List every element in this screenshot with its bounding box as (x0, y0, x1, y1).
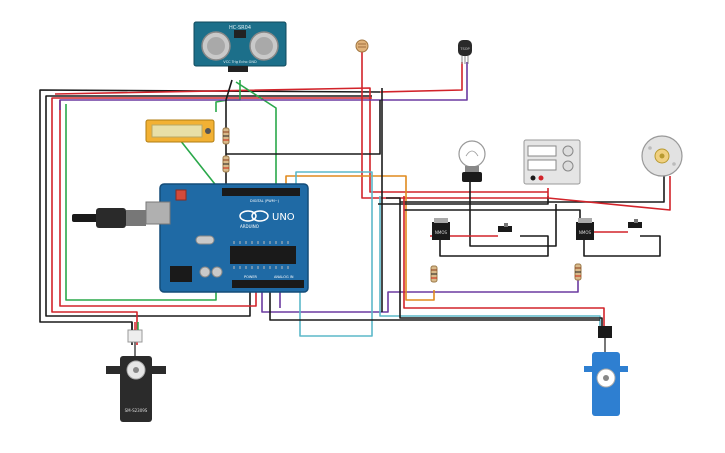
photoresistor-icon[interactable] (355, 39, 369, 53)
wire-black-right-3 (400, 176, 665, 203)
lcd-icon[interactable] (145, 119, 215, 143)
transistor-left-label: NMOS (435, 230, 448, 235)
servo-left-label: SM-S2309S (125, 408, 148, 413)
wire-red-ldr (361, 52, 548, 199)
wire-black-mid2 (404, 209, 581, 226)
ir-receiver-label: TSOP (459, 47, 469, 51)
wire-green-left (65, 104, 217, 301)
wire-black-switch1 (439, 235, 549, 257)
resistor-lower-left[interactable] (430, 265, 438, 283)
wire-cyan-2 (379, 196, 601, 330)
resistor-top[interactable] (222, 127, 230, 145)
wire-cyan (295, 171, 373, 337)
slide-switch-icon[interactable] (498, 223, 512, 232)
servo-right[interactable] (584, 326, 628, 416)
wires (39, 52, 671, 345)
digital-label-text: DIGITAL (PWM~) (250, 199, 280, 203)
wire-purple-ir (59, 62, 468, 110)
wire-green-echo (235, 81, 277, 188)
wire-black-lamp (469, 180, 557, 247)
ir-receiver-icon[interactable]: TSOP (458, 40, 472, 64)
wire-black-mid (226, 100, 381, 155)
wire-purple-bottom (261, 280, 579, 313)
transistor-left[interactable]: NMOS (432, 218, 450, 240)
wire-black-switch2 (583, 235, 661, 257)
slide-switch-right[interactable] (628, 219, 642, 228)
wire-black-right-1 (386, 197, 603, 330)
usb-cable (72, 208, 146, 228)
wire-red-top (54, 87, 548, 193)
resistor-lower-right[interactable] (574, 263, 582, 281)
board-name-text: UNO (272, 212, 295, 223)
wire-red-left-bus (51, 97, 372, 345)
wire-red-right-2 (547, 176, 671, 211)
power-label-text: POWER (244, 275, 258, 279)
sensor-pin-text: VCC Trig Echo GND (223, 60, 257, 64)
ultrasonic-sensor-icon[interactable]: HC-SR04 VCC Trig Echo GND (193, 21, 287, 72)
light-bulb-icon[interactable] (458, 140, 486, 182)
wire-orange (285, 175, 435, 301)
wire-black-servo-right (269, 288, 600, 321)
wire-red-right-1 (403, 196, 605, 330)
wire-green-lcd (179, 139, 219, 189)
analog-label-text: ANALOG IN (274, 275, 294, 279)
board-brand-text: ARDUINO (240, 224, 259, 229)
wire-red-left-2 (59, 100, 257, 307)
transistor-right[interactable]: NMOS (576, 218, 594, 240)
wire-red-ir (379, 62, 463, 93)
arduino-uno-board[interactable]: UNO ARDUINO DIGITAL (PWM~) POWER ANALOG … (145, 183, 309, 293)
servo-icon[interactable]: SM-S2309S (106, 322, 166, 422)
resistor-mid[interactable] (222, 155, 230, 173)
transistor-right-label: NMOS (579, 230, 592, 235)
dc-motor-icon[interactable] (641, 135, 683, 177)
power-supply-icon[interactable] (523, 139, 581, 185)
sensor-model-text: HC-SR04 (229, 25, 251, 31)
